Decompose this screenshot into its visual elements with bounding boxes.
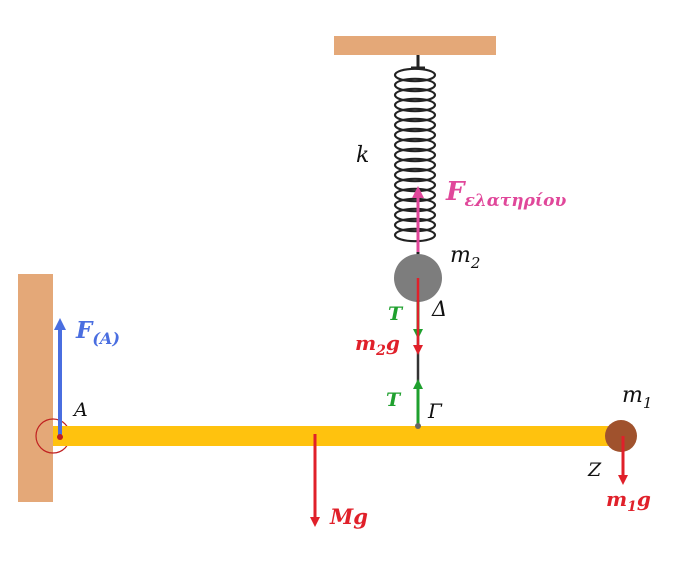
spring-coil — [393, 197, 437, 213]
spring-coil — [393, 77, 437, 93]
label-tension-upper: T — [388, 303, 404, 325]
label-m2: m2 — [450, 243, 480, 272]
label-m1: m1 — [622, 383, 652, 412]
spring-coil — [393, 217, 437, 233]
label-Mg: Mg — [329, 504, 368, 529]
spring-coil — [393, 227, 437, 243]
rod — [53, 426, 623, 446]
label-delta: Δ — [431, 297, 447, 321]
spring-coil — [393, 67, 437, 83]
label-hinge-force: F(A) — [75, 317, 120, 348]
spring-coil — [393, 117, 437, 133]
label-spring-force: Fελατηρίου — [445, 177, 566, 211]
label-m2g: m2g — [355, 331, 400, 359]
wall-support — [18, 274, 53, 502]
label-tension-lower: T — [386, 389, 402, 411]
spring-coil — [393, 87, 437, 103]
spring-coil — [393, 157, 437, 173]
spring — [393, 67, 437, 243]
mass-m1 — [605, 420, 637, 452]
label-Z: Z — [587, 459, 602, 481]
spring-coil — [393, 207, 437, 223]
label-m1g: m1g — [606, 487, 651, 515]
label-gamma: Γ — [427, 399, 443, 423]
ceiling-support — [334, 36, 496, 55]
spring-coil — [393, 167, 437, 183]
point-gamma-dot — [415, 423, 421, 429]
spring-top-hook — [411, 55, 425, 70]
spring-coil — [393, 97, 437, 113]
spring-coil — [393, 107, 437, 123]
label-k: k — [356, 143, 369, 168]
spring-coil — [393, 127, 437, 143]
spring-coil — [393, 147, 437, 163]
hinge-dot — [57, 434, 63, 440]
label-A: A — [72, 399, 88, 421]
spring-coil — [393, 137, 437, 153]
